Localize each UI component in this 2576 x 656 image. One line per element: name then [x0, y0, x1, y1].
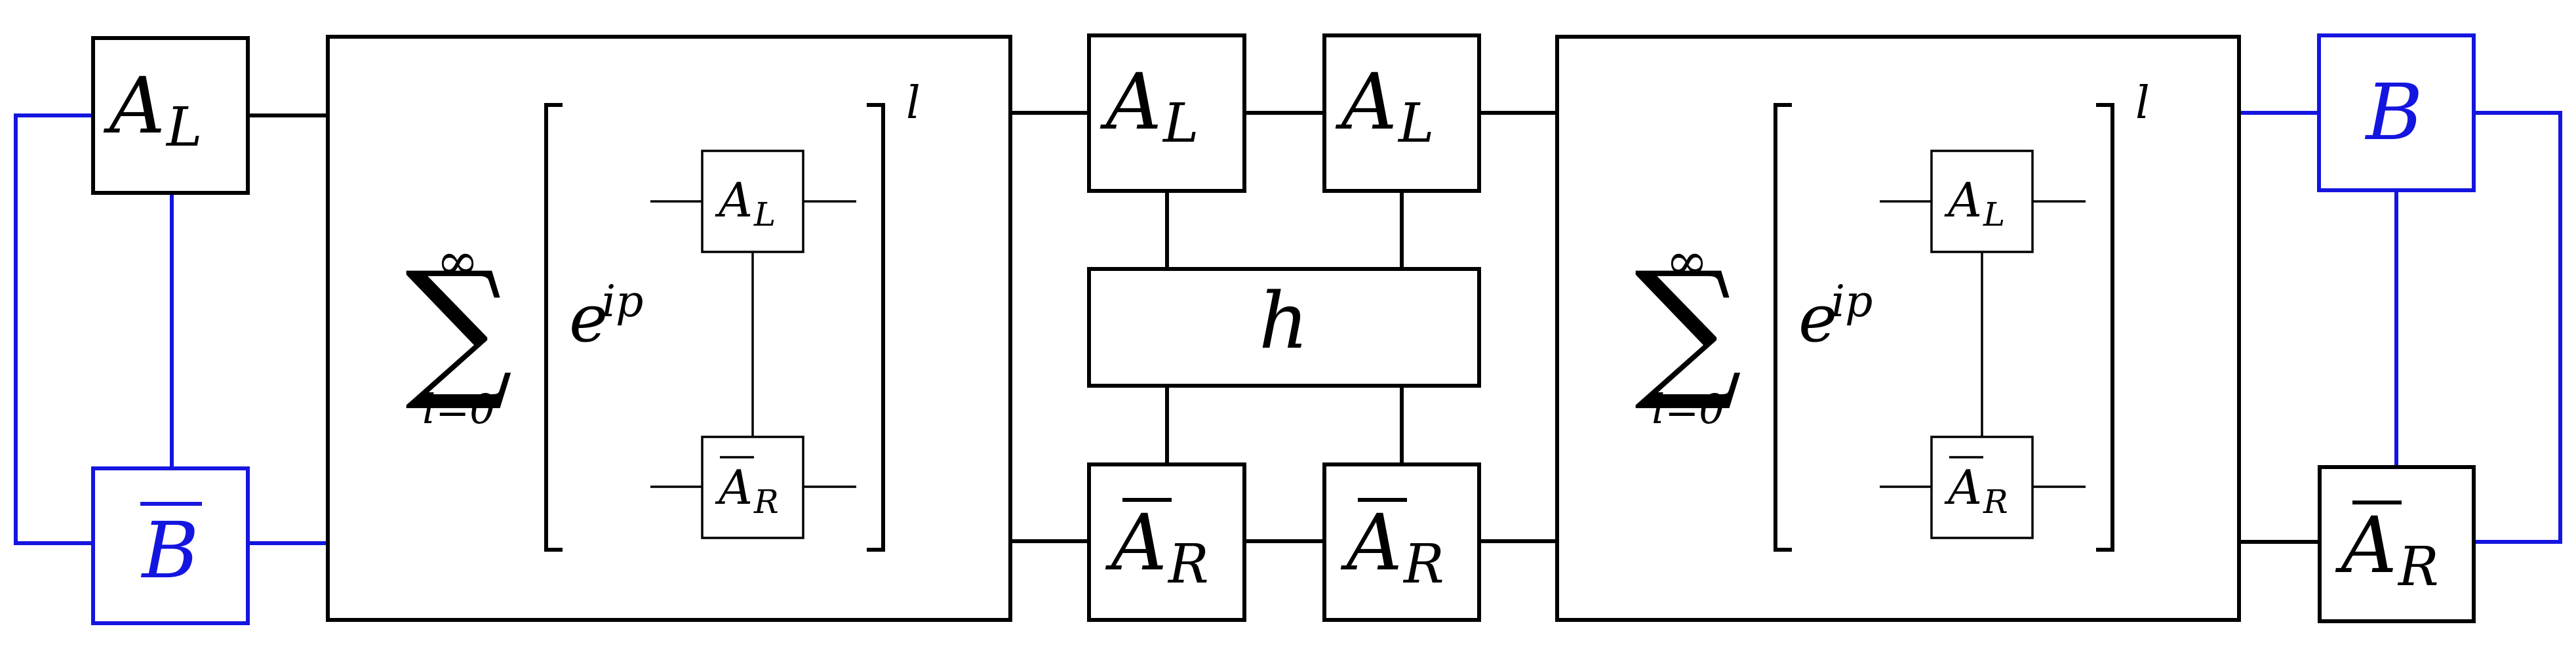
inner-al-sub: L — [753, 195, 776, 234]
label-base: B — [2365, 67, 2423, 157]
bond-left-loop — [14, 113, 93, 545]
inner-ar-sub: R — [753, 483, 779, 521]
label-base: A — [1336, 56, 1397, 147]
inner-al-box — [1930, 150, 2034, 253]
inner-ar-base: A — [715, 460, 753, 515]
power-exponent: l — [906, 77, 921, 129]
inner-network-left: A L A R — [650, 150, 856, 539]
tensor-boxes — [91, 33, 2476, 625]
tensor-ar-2-box — [1322, 462, 1481, 622]
bond-right-loop — [2474, 111, 2562, 544]
inner-al-base: A — [1944, 173, 1982, 228]
tensor-b-bar-label: B — [140, 502, 202, 596]
label-subscript: L — [1162, 92, 1199, 155]
tensor-al-2-label: A L — [1336, 56, 1435, 155]
sum-upper-limit: ∞ — [437, 232, 479, 291]
phase-base: e — [569, 280, 608, 357]
label-base: A — [1341, 497, 1402, 588]
transfer-right-box — [1555, 35, 2241, 622]
hamiltonian-label: h — [1259, 276, 1309, 366]
label-base: A — [1105, 497, 1167, 588]
sum-lower-limit: l=0 — [1652, 385, 1724, 433]
inner-ar-bar-box — [1930, 436, 2034, 539]
black-bonds — [248, 111, 2320, 544]
tensor-ar-end-label: A R — [2335, 500, 2439, 598]
inner-ar-base: A — [1944, 460, 1982, 515]
power-exponent: l — [2135, 77, 2150, 129]
bracket-right-open — [1773, 103, 1792, 552]
bracket-left-close — [867, 103, 885, 552]
inner-ar-bar-box — [701, 436, 804, 539]
tensor-ar-2-label: A R — [1341, 497, 1444, 596]
tensor-al-1-box — [1087, 33, 1246, 193]
label-base: A — [2335, 500, 2397, 590]
tensor-b-box — [2317, 33, 2476, 192]
tensor-ar-1-label: A R — [1105, 497, 1209, 596]
phase-base: e — [1798, 280, 1837, 357]
bracket-left-open — [544, 103, 563, 552]
label-base: h — [1259, 276, 1309, 366]
bracket-right-close — [2096, 103, 2114, 552]
tensor-al-left-box — [91, 36, 250, 195]
label-subscript: L — [1397, 92, 1434, 155]
label-base: A — [1100, 56, 1162, 147]
tensor-al-left-label: A L — [104, 60, 203, 159]
label-base: B — [141, 505, 199, 596]
label-subscript: R — [2397, 536, 2439, 598]
label-subscript: L — [165, 96, 202, 159]
inner-al-base: A — [715, 173, 753, 228]
blue-bonds — [14, 111, 2562, 545]
hamiltonian-box — [1087, 267, 1481, 388]
label-subscript: R — [1167, 533, 1209, 596]
label-base: A — [104, 60, 165, 151]
inner-al-box — [701, 150, 804, 253]
inner-network-right: A L A R — [1880, 150, 2086, 539]
transfer-left-box — [326, 35, 1012, 622]
tensor-al-2-box — [1322, 33, 1481, 193]
tensor-al-1-label: A L — [1100, 56, 1199, 155]
label-subscript: R — [1402, 533, 1444, 596]
sum-symbol: ∑ — [1635, 240, 1742, 415]
phase-exponent: ip — [602, 276, 643, 327]
inner-ar-sub: R — [1983, 483, 2008, 521]
inner-al-sub: L — [1983, 195, 2005, 234]
tensor-b-label: B — [2365, 67, 2423, 157]
sum-upper-limit: ∞ — [1666, 232, 1709, 291]
transfer-sum-left: ∞ ∑ l=0 e ip l A L A R — [405, 77, 921, 552]
transfer-sum-right: ∞ ∑ l=0 e ip l A L A R — [1635, 77, 2150, 552]
tensor-ar-end-box — [2318, 465, 2476, 623]
sum-lower-limit: l=0 — [422, 385, 495, 433]
sum-symbol: ∑ — [405, 240, 513, 415]
tensor-ar-1-box — [1087, 462, 1246, 622]
tensor-b-bar-box — [91, 466, 250, 625]
phase-exponent: ip — [1831, 276, 1873, 327]
